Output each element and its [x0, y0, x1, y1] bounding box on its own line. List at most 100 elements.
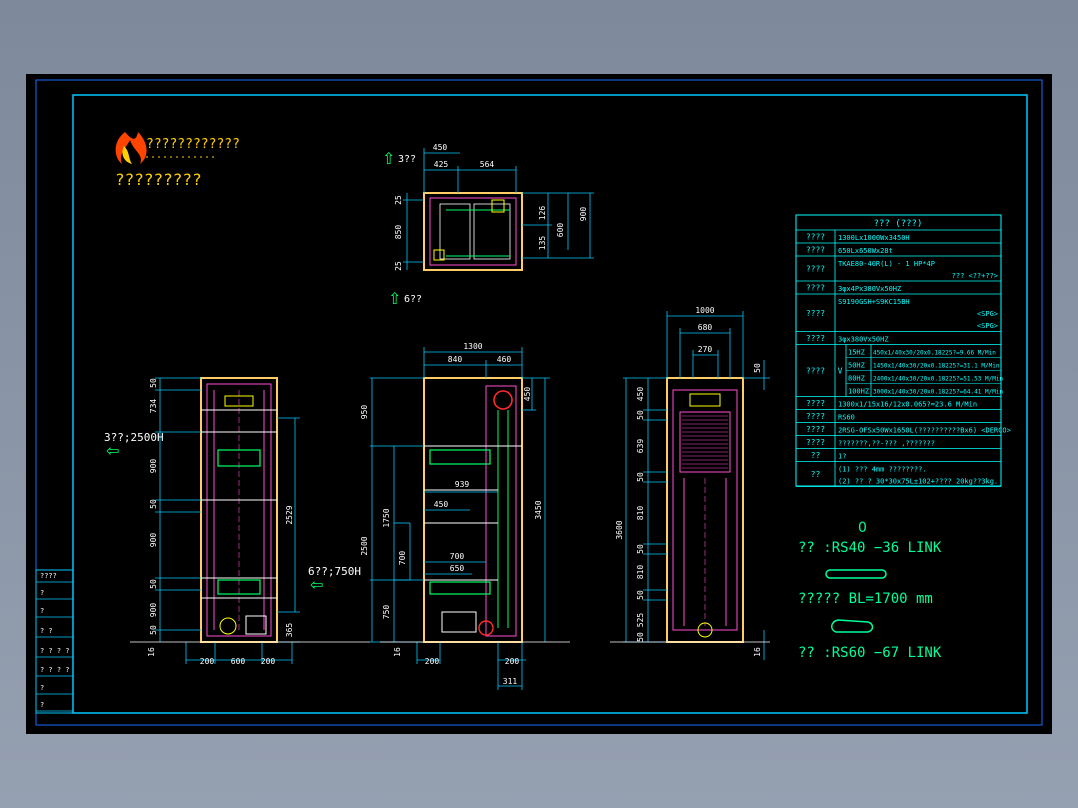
- spec-row-value: 650Lx650Wx28t: [838, 247, 893, 255]
- dimension-label: 2500: [360, 536, 369, 555]
- dimension-label: 900: [149, 533, 158, 548]
- chain-notes: 0 ?? :RS40 −36 LINK ????? BL=1700 mm ?? …: [798, 520, 942, 661]
- dimension-label: 700: [398, 551, 407, 566]
- bottom-arrow-label: 6??: [404, 294, 422, 305]
- spec-row-label: ????: [806, 309, 825, 318]
- dimension-label: 16: [393, 647, 402, 657]
- title-block-cell: ?: [40, 684, 44, 692]
- spec-speed-hz: 50HZ: [848, 362, 865, 370]
- dimension-label: 900: [149, 603, 158, 618]
- spec-row-label: ????: [806, 233, 825, 242]
- dimension-label: 900: [579, 207, 588, 222]
- dimension-label: 1300: [463, 342, 482, 351]
- dimension-label: 25: [394, 261, 403, 271]
- dimension-label: 50: [149, 378, 158, 388]
- dimension-label: 50: [636, 590, 645, 600]
- dimension-label: 650: [450, 564, 465, 573]
- spec-row-value: 1300Lx1000Wx3450H: [838, 234, 910, 242]
- spec-row-label: ????: [806, 412, 825, 421]
- spec-table: ??? (???) ????1300Lx1000Wx3450H????650Lx…: [795, 214, 1011, 487]
- spec-speed-formula: 2400x1/40x30/20x0.18225?=51.53 M/Min: [873, 376, 1003, 383]
- up-arrow-icon: ⇧: [382, 149, 395, 168]
- dimension-label: 810: [636, 565, 645, 580]
- dimension-label: 564: [480, 160, 495, 169]
- dimension-label: 200: [200, 657, 215, 666]
- dimension-label: 900: [149, 459, 158, 474]
- dimension-label: 734: [149, 399, 158, 414]
- dimension-label: 200: [425, 657, 440, 666]
- spec-row-label: ????: [806, 367, 825, 376]
- title-block-cell: ? ? ? ?: [40, 666, 70, 674]
- flame-inner-icon: [122, 146, 132, 164]
- chain-note-rs60: ?? :RS60 −67 LINK: [798, 645, 942, 661]
- spec-row-label: ????: [806, 284, 825, 293]
- logo-title: ????????????: [146, 137, 240, 152]
- dimension-label: 450: [434, 500, 449, 509]
- belt-note: ????? BL=1700 mm: [798, 591, 933, 607]
- logo-subtitle: ?????????: [115, 170, 202, 189]
- dimension-label: 200: [505, 657, 520, 666]
- dimension-label: 810: [636, 506, 645, 521]
- dimension-label: 16: [147, 647, 156, 657]
- spec-row-label: ????: [806, 399, 825, 408]
- spec-row-value: <SPG>: [977, 310, 998, 318]
- dimension-label: 460: [497, 355, 512, 364]
- chain-note-rs40: ?? :RS40 −36 LINK: [798, 540, 942, 556]
- title-block: ??????? ?? ? ? ?? ? ? ???: [35, 569, 74, 714]
- dimension-label: 840: [448, 355, 463, 364]
- dimension-label: 450: [523, 387, 532, 402]
- spec-row-value: RS60: [838, 414, 855, 422]
- flame-icon: [115, 132, 147, 164]
- left-arrow-icon: ⇦: [310, 575, 323, 594]
- spec-row-label: ????: [806, 246, 825, 255]
- spec-row-label: ????: [806, 438, 825, 447]
- left-arrow-icon: ⇦: [106, 441, 119, 460]
- spec-row-value: 2RSG-OFSx50Wx1650L(??????????Bx6) <DERCO…: [838, 427, 1011, 435]
- title-block-cell: ?: [40, 701, 44, 709]
- dimension-label: 450: [636, 387, 645, 402]
- spec-row-label: ????: [806, 265, 825, 274]
- title-block-cell: ?: [40, 607, 44, 615]
- spec-speed-hz: 80HZ: [848, 375, 865, 383]
- drawing-sheet: [26, 74, 1052, 734]
- dimension-label: 16: [753, 647, 762, 657]
- side-elevation-view: 1000680270504505063950810508105052550360…: [610, 306, 770, 660]
- dimension-label: 425: [434, 160, 449, 169]
- dimension-label: 939: [455, 480, 470, 489]
- inner-frame: [72, 94, 1028, 714]
- dimension-label: 3450: [534, 500, 543, 519]
- dimension-label: 50: [636, 544, 645, 554]
- spec-row-value: <SPG>: [977, 322, 998, 330]
- title-block-cell: ?: [40, 589, 44, 597]
- upper-floor-label: 3??;2500H: [104, 431, 164, 444]
- lower-floor-label: 6??;750H: [308, 565, 361, 578]
- dimension-label: 680: [698, 323, 713, 332]
- spec-row-value: (2) ?? ? 30*30x75L±102+???? 20kg??3kg.: [838, 478, 998, 486]
- spec-row-label: ????: [806, 425, 825, 434]
- top-arrow-label: 3??: [398, 154, 416, 165]
- spec-row-value: 3φx380Vx50HZ: [838, 336, 889, 344]
- chain-link-icon: 0: [858, 520, 867, 536]
- outer-border: [35, 79, 1043, 726]
- spec-speed-formula: 3000x1/40x30/20x0.18225?=64.41 M/Min: [873, 389, 1003, 396]
- belt-icon: [825, 569, 887, 579]
- dimension-label: 365: [285, 623, 294, 638]
- dimension-label: 50: [149, 625, 158, 635]
- dimension-label: 135: [538, 236, 547, 251]
- spec-row-value: ???????,??-??? ,???????: [838, 440, 935, 448]
- spec-row-label: ??: [811, 470, 821, 479]
- dimension-label: 50: [149, 579, 158, 589]
- dimension-label: 639: [636, 439, 645, 454]
- dimension-label: 50: [636, 632, 645, 642]
- dimension-label: 270: [698, 345, 713, 354]
- dimension-label: 750: [382, 605, 391, 620]
- spec-row-value: ??? <??+??>: [952, 272, 998, 280]
- dimension-label: 311: [503, 677, 518, 686]
- dimension-label: 600: [556, 223, 565, 238]
- spec-row-label: ??: [811, 451, 821, 460]
- spec-row-value: TKAE80-40R(L) - 1 HP*4P: [838, 260, 935, 268]
